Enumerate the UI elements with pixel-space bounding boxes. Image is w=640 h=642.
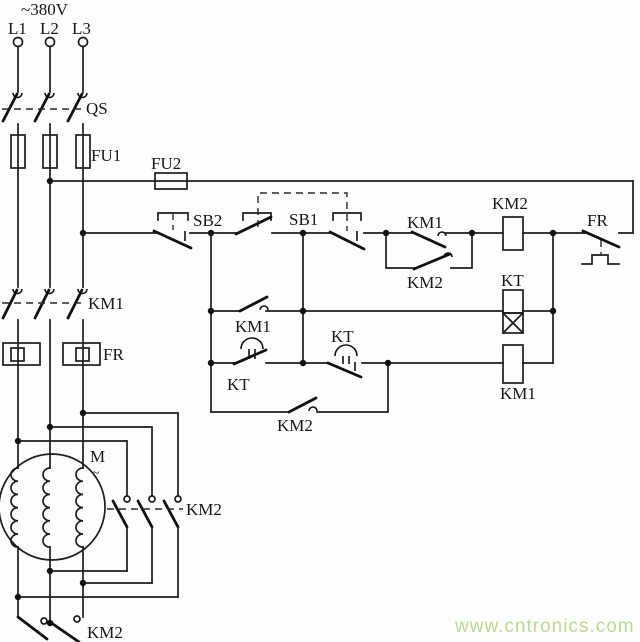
qs-label: QS — [86, 99, 108, 118]
kt-no-label: KT — [227, 375, 250, 394]
time-delay-arc-icon — [334, 344, 358, 357]
fr-heater-label: FR — [103, 345, 124, 364]
supply-terminals — [12, 36, 89, 48]
km1-interlock-label: KM1 — [407, 213, 443, 232]
heater-element-icon — [10, 347, 25, 362]
km2-coil — [502, 216, 524, 251]
km2-coil-label: KM2 — [492, 194, 528, 213]
km1-interlock-contact — [410, 230, 447, 249]
km1-coil — [502, 344, 554, 384]
time-delay-arc-icon — [240, 337, 264, 350]
fu1-label: FU1 — [91, 146, 121, 165]
l3-label: L3 — [72, 19, 91, 38]
km1-selfhold-label: KM1 — [235, 317, 271, 336]
kt-coil — [501, 289, 554, 335]
fr-heaters — [2, 342, 101, 366]
km2-star-label: KM2 — [87, 623, 123, 642]
fu2-fuse — [154, 172, 188, 190]
fr-contact-label: FR — [587, 211, 608, 230]
l2-label: L2 — [40, 19, 59, 38]
kt-nc-label: KT — [331, 327, 354, 346]
km1-main-contacts — [1, 288, 88, 320]
km2-interlock-label: KM2 — [407, 273, 443, 292]
labels: ~380V L1 L2 L3 QS FU1 FU2 SB2 SB1 KM1 KM… — [8, 0, 635, 642]
manual-reset-icon — [581, 254, 620, 265]
km1-coil-label: KM1 — [500, 384, 536, 403]
winding-icon — [75, 467, 84, 549]
qs-disconnect-switch — [1, 92, 88, 123]
pushbutton-cap-icon — [332, 212, 362, 221]
sb1-label: SB1 — [289, 210, 318, 229]
winding-icon — [10, 467, 19, 549]
timer-coil-x-icon — [501, 311, 525, 335]
supply-voltage-label: ~380V — [21, 0, 69, 19]
km2-star-contacts — [16, 615, 81, 642]
kt-delayed-no-contact — [210, 337, 329, 366]
motor-label: M — [90, 447, 105, 466]
fr-overload-contact — [581, 229, 621, 265]
kt-coil-label: KT — [501, 271, 524, 290]
watermark: www.cntronics.com — [454, 616, 635, 637]
junction-dots — [14, 177, 557, 627]
motor — [0, 453, 106, 561]
control-supply-rail — [49, 172, 634, 234]
km2-selfhold-contact — [210, 362, 389, 414]
winding-icon — [42, 467, 51, 549]
phase-wires — [17, 45, 84, 623]
km2-speed-contacts — [17, 412, 183, 598]
motor-tilde-label: ~ — [92, 466, 100, 481]
fu2-label: FU2 — [151, 154, 181, 173]
kt-delayed-nc-contact — [326, 344, 504, 379]
start-button-sb1 — [234, 192, 366, 251]
heater-element-icon — [75, 347, 90, 362]
km2-speed-label: KM2 — [186, 500, 222, 519]
km1-main-label: KM1 — [88, 294, 124, 313]
control-row-wires — [82, 232, 634, 413]
l1-label: L1 — [8, 19, 27, 38]
stop-button-sb2 — [152, 212, 193, 250]
km2-interlock-contact — [385, 232, 473, 271]
sb2-label: SB2 — [193, 211, 222, 230]
km1-selfhold-contact — [210, 295, 504, 313]
km2-selfhold-label: KM2 — [277, 416, 313, 435]
fu1-fuses — [10, 134, 91, 169]
